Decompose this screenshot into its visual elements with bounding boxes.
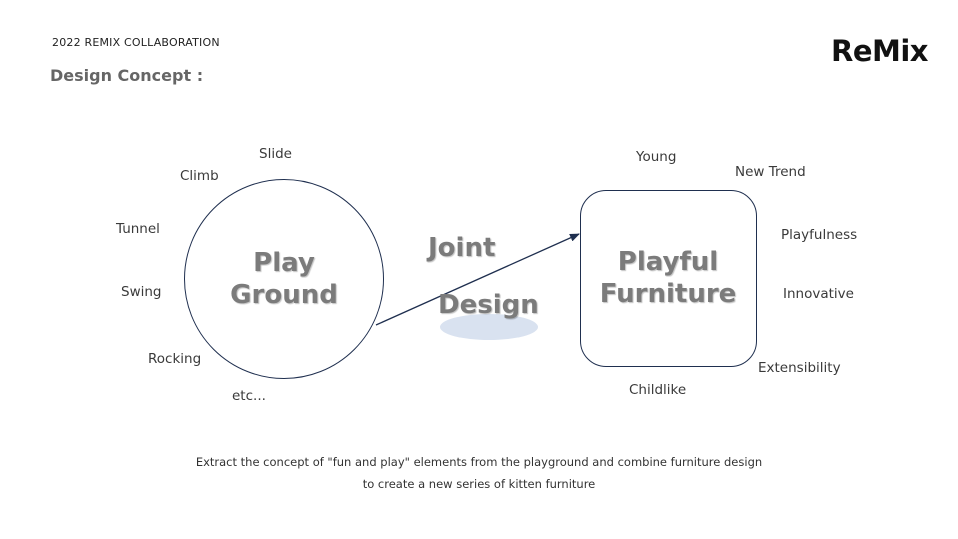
furniture-label-line2: Furniture [599,279,737,309]
keyword-new-trend: New Trend [735,164,806,180]
keyword-innovative: Innovative [783,286,854,302]
keyword-playfulness: Playfulness [781,227,858,243]
keyword-young: Young [636,149,677,165]
remix-logo: ReMix [830,34,929,68]
caption-line-2: to create a new series of kitten furnitu… [362,477,596,491]
design-label: Design [438,290,539,320]
keyword-swing: Swing [121,284,162,300]
keyword-tunnel: Tunnel [116,221,160,237]
playground-label: Play Ground [204,247,364,311]
keyword-climb: Climb [180,168,219,184]
furniture-label: Playful Furniture [588,246,748,310]
joint-label: Joint [428,233,496,263]
section-title: Design Concept : [50,66,204,85]
keyword-extensibility: Extensibility [758,360,841,376]
furniture-label-line1: Playful [617,247,719,277]
keyword-etc: etc... [232,388,266,404]
keyword-slide: Slide [259,146,292,162]
keyword-childlike: Childlike [629,382,687,398]
furniture-rounded-box [580,190,757,367]
playground-label-line2: Ground [230,280,338,310]
caption-line-1: Extract the concept of "fun and play" el… [195,455,763,469]
playground-label-line1: Play [253,248,315,278]
keyword-rocking: Rocking [148,351,202,367]
header-label: 2022 REMIX COLLABORATION [52,36,220,49]
